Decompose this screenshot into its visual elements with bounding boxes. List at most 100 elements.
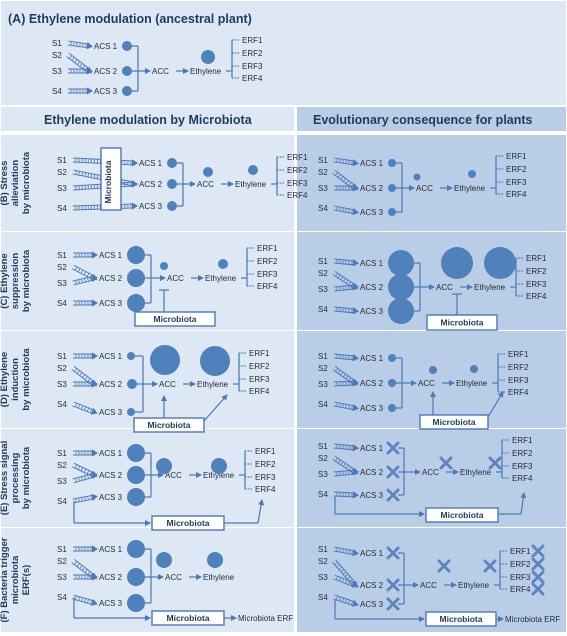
erf-label-3: ERF3	[526, 280, 547, 289]
erf-label-2: ERF2	[249, 362, 270, 371]
acc-node-b	[203, 167, 213, 177]
ladder-rail	[333, 598, 355, 607]
ladder-rung	[341, 597, 345, 603]
gene-label-s3: S3	[52, 67, 62, 76]
ladder-rail	[334, 546, 356, 552]
ladder-rung	[335, 595, 339, 601]
ladder-rung	[84, 569, 88, 573]
gene-label-acs3: ACS 3	[360, 307, 384, 316]
ladder-rail	[72, 494, 94, 500]
ladder-rung	[335, 368, 339, 372]
ladder-rail	[73, 264, 96, 277]
row-0-right-bg	[297, 135, 566, 231]
acc-node-d-large	[150, 345, 180, 375]
ethylene-node	[248, 165, 258, 175]
ladder-arrowhead	[87, 67, 93, 75]
ladder-rung	[342, 403, 344, 408]
ladder-rung	[345, 464, 349, 469]
ladder-rail	[71, 268, 94, 281]
erf-label-3: ERF3	[512, 462, 533, 471]
ladder-rung	[342, 207, 344, 212]
gene-label-s2: S2	[57, 461, 67, 470]
gene-label-s2: S2	[318, 168, 328, 177]
acs-enzyme-node-1	[127, 352, 135, 360]
row-label-line: by microbiota	[21, 249, 32, 312]
ladder-arrowhead	[352, 468, 359, 476]
ladder-rung	[87, 378, 91, 382]
ladder-rung	[74, 464, 78, 469]
acs-enzyme-node-3	[388, 404, 396, 412]
gene-label-s3: S3	[318, 573, 328, 582]
acs-enzyme-node-2	[388, 184, 396, 192]
right-column-header: Evolutionary consequence for plants	[313, 113, 533, 127]
acs-enzyme-node-3	[167, 201, 177, 211]
erf-label-1: ERF1	[508, 350, 529, 359]
ladder-rung	[336, 158, 338, 163]
microbiota-box-c	[134, 311, 216, 327]
gene-label-s4: S4	[57, 593, 67, 602]
ladder-rail	[333, 284, 355, 288]
acs-enzyme-node-2	[127, 466, 145, 484]
cross-stroke	[386, 488, 400, 502]
ethylene-label: Ethylene	[458, 581, 490, 590]
panel-a-title: (A) Ethylene modulation (ancestral plant…	[8, 12, 252, 26]
ladder-rail	[334, 401, 356, 407]
row-2-right-bg	[297, 331, 566, 428]
gene-label-s1: S1	[57, 156, 67, 165]
ladder-rung	[340, 176, 344, 180]
gene-label-acs2: ACS 2	[360, 184, 384, 193]
gene-label-acs2: ACS 2	[99, 274, 123, 283]
cross-stroke	[439, 456, 453, 470]
gene-label-s2: S2	[318, 454, 328, 463]
ladder-rung	[78, 171, 80, 176]
gene-label-s1: S1	[318, 257, 328, 266]
acs-enzyme-node-1	[127, 246, 145, 264]
gene-label-s4: S4	[57, 299, 67, 308]
ethylene-node-c-large	[484, 247, 516, 279]
ladder-rung	[348, 377, 352, 382]
ladder-rung	[346, 576, 351, 580]
gene-label-s1: S1	[318, 156, 328, 165]
ladder-rung	[80, 269, 84, 274]
ladder-rung	[335, 172, 339, 176]
ladder-rung	[84, 172, 86, 177]
ladder-arrowhead	[87, 87, 93, 95]
ladder-rung	[348, 466, 352, 471]
microbiota-label: Microbiota	[433, 417, 476, 427]
ladder-rail	[334, 594, 356, 603]
row-label-line: by microbiota	[21, 348, 32, 411]
ladder-rung	[87, 277, 89, 282]
ladder-rail	[334, 574, 356, 584]
promoter-ladder-s1	[333, 353, 359, 362]
ladder-rung	[93, 174, 96, 179]
microbiota-box-b	[100, 147, 122, 211]
gene-label-s4: S4	[52, 87, 62, 96]
row-4-left-bg	[1, 528, 294, 632]
ladder-arrowhead	[92, 251, 98, 259]
acs-enzyme-node-2	[122, 66, 132, 76]
promoter-ladder-s1	[333, 157, 359, 167]
acc-label: ACC	[420, 581, 437, 590]
gene-label-acs3: ACS 3	[139, 202, 163, 211]
erf-label-4: ERF4	[512, 474, 533, 483]
cross-stroke	[483, 559, 497, 573]
gene-label-acs2: ACS 2	[360, 581, 384, 590]
ladder-rung	[335, 457, 339, 462]
erf-label-1: ERF1	[510, 547, 531, 556]
promoter-ladder-s2	[332, 366, 359, 386]
microbiota-box-e-right	[425, 507, 499, 523]
ladder-rung	[78, 477, 80, 482]
ladder-arrowhead	[92, 299, 98, 307]
acc-label: ACC	[422, 468, 439, 477]
ladder-rung	[347, 580, 351, 585]
promoter-ladder-s1	[73, 352, 98, 360]
gene-label-acs1: ACS 1	[360, 159, 384, 168]
ladder-rung	[83, 468, 87, 473]
row-label-line: suppression	[10, 253, 21, 310]
erf-label-1: ERF1	[526, 254, 547, 263]
ladder-rung	[348, 404, 350, 409]
cross-stroke	[386, 441, 400, 455]
ladder-rung	[340, 371, 344, 376]
row-0-left-bg	[1, 135, 294, 231]
